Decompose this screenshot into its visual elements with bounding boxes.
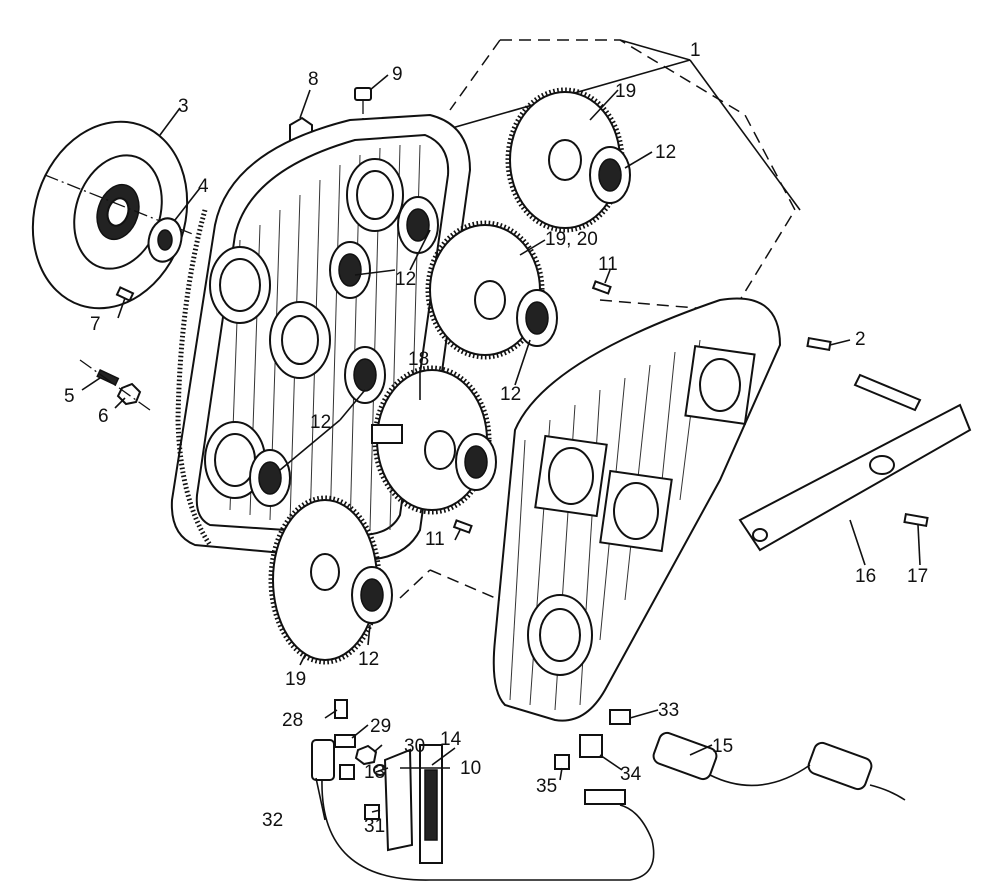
callout-35: 35 xyxy=(536,776,557,797)
callout-4: 4 xyxy=(198,176,209,197)
gear-18 xyxy=(371,365,497,515)
screws-2-17 xyxy=(806,336,929,528)
callout-18: 18 xyxy=(408,349,429,370)
bearings-housing xyxy=(249,196,439,507)
callout-15: 15 xyxy=(712,736,733,757)
callout-12-middle: 12 xyxy=(500,384,521,405)
leader-lines xyxy=(81,74,921,821)
cover-plate xyxy=(492,297,782,722)
callout-14: 14 xyxy=(440,729,462,750)
callout-12-bottom: 12 xyxy=(358,649,379,670)
callout-33: 33 xyxy=(658,700,679,721)
callout-11-upper: 11 xyxy=(598,254,618,275)
callout-12-housing: 12 xyxy=(395,269,416,290)
callout-19-20: 19, 20 xyxy=(545,229,598,250)
callout-29: 29 xyxy=(370,716,391,737)
callout-32: 32 xyxy=(262,810,283,831)
callout-12-left: 12 xyxy=(310,412,331,433)
callout-28: 28 xyxy=(282,710,303,731)
coupling-disc xyxy=(31,120,196,310)
callout-2: 2 xyxy=(855,329,866,350)
gear-19-20 xyxy=(425,220,558,360)
callout-10: 10 xyxy=(460,758,481,779)
callout-11-lower: 11 xyxy=(425,529,445,550)
callout-1: 1 xyxy=(690,40,701,61)
callout-7: 7 xyxy=(90,314,101,335)
callout-3: 3 xyxy=(178,96,189,117)
callout-6: 6 xyxy=(98,406,109,427)
bracket xyxy=(738,373,972,552)
callout-8: 8 xyxy=(308,69,319,90)
callout-19-top: 19 xyxy=(615,81,636,102)
callouts: 1 2 3 4 5 6 7 8 9 10 11 11 12 12 12 12 1… xyxy=(64,40,928,837)
gear-19-top xyxy=(505,87,631,233)
callout-34: 34 xyxy=(620,764,642,785)
callout-13: 13 xyxy=(364,762,385,783)
callout-5: 5 xyxy=(64,386,75,407)
callout-31: 31 xyxy=(364,816,385,837)
callout-12-top: 12 xyxy=(655,142,676,163)
gear-19-bottom xyxy=(268,495,393,665)
callout-9: 9 xyxy=(392,64,403,85)
callout-19-bottom: 19 xyxy=(285,669,306,690)
dowel-pins xyxy=(452,280,612,534)
washer xyxy=(147,217,183,263)
bolt-7 xyxy=(115,286,135,302)
callout-16: 16 xyxy=(855,566,876,587)
callout-30: 30 xyxy=(404,736,425,757)
hose-fittings xyxy=(311,699,906,881)
callout-17: 17 xyxy=(907,566,928,587)
